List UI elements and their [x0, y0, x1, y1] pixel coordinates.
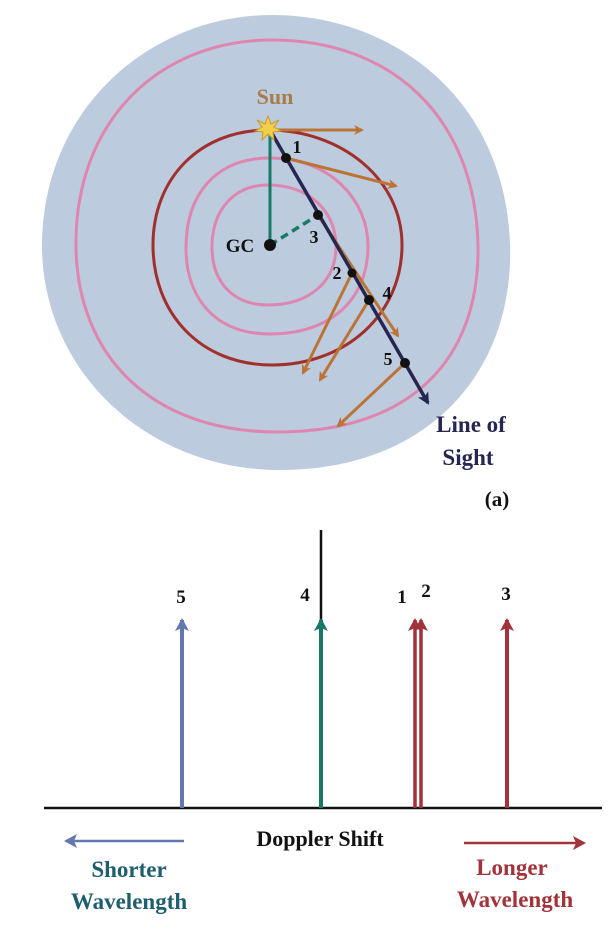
shorter-label-1: Shorter — [91, 857, 166, 882]
spectral-label-2: 2 — [421, 581, 431, 602]
point-5-label: 5 — [384, 349, 393, 369]
orbit-ring-outer — [74, 38, 480, 434]
longer-label-1: Longer — [476, 855, 548, 880]
gc-tangent-line — [269, 213, 319, 247]
point-3-label: 3 — [310, 227, 319, 247]
line-of-sight-label-1: Line of — [436, 412, 506, 437]
orbit-ring-inner-2 — [210, 183, 338, 307]
velocity-arrow-1 — [285, 156, 398, 189]
point-2-label: 2 — [333, 263, 342, 283]
point-5 — [400, 358, 410, 368]
line-of-sight — [268, 129, 430, 405]
point-2 — [347, 268, 357, 278]
point-4-label: 4 — [383, 283, 392, 303]
spectral-label-4: 4 — [300, 585, 310, 606]
line-of-sight-label-2: Sight — [442, 445, 493, 470]
panel-a-label: (a) — [485, 487, 510, 511]
point-1-label: 1 — [293, 137, 302, 157]
velocity-arrow-2 — [301, 272, 354, 375]
shorter-label-2: Wavelength — [71, 889, 187, 914]
spectral-label-5: 5 — [176, 587, 186, 608]
spectrum-panel: 5 4 1 2 3 Doppler Shift Shorter Waveleng… — [44, 530, 602, 914]
point-1 — [281, 153, 291, 163]
gc-dot — [264, 239, 276, 251]
spectral-label-1: 1 — [397, 587, 407, 608]
doppler-shift-label: Doppler Shift — [256, 826, 384, 851]
spectral-label-3: 3 — [501, 584, 511, 605]
longer-label-2: Wavelength — [457, 887, 573, 912]
galaxy-panel: Sun GC 1 3 2 4 5 Line of Sight (a) — [41, 15, 511, 511]
orbit-ring-inner-1 — [184, 156, 370, 336]
velocity-arrow-5 — [336, 361, 407, 428]
velocity-arrow-4 — [318, 299, 371, 382]
solar-circle — [151, 128, 404, 367]
sun-label: Sun — [257, 84, 294, 109]
point-4 — [364, 295, 374, 305]
gc-label: GC — [226, 236, 255, 257]
point-3 — [313, 210, 323, 220]
sun-icon — [253, 114, 283, 142]
